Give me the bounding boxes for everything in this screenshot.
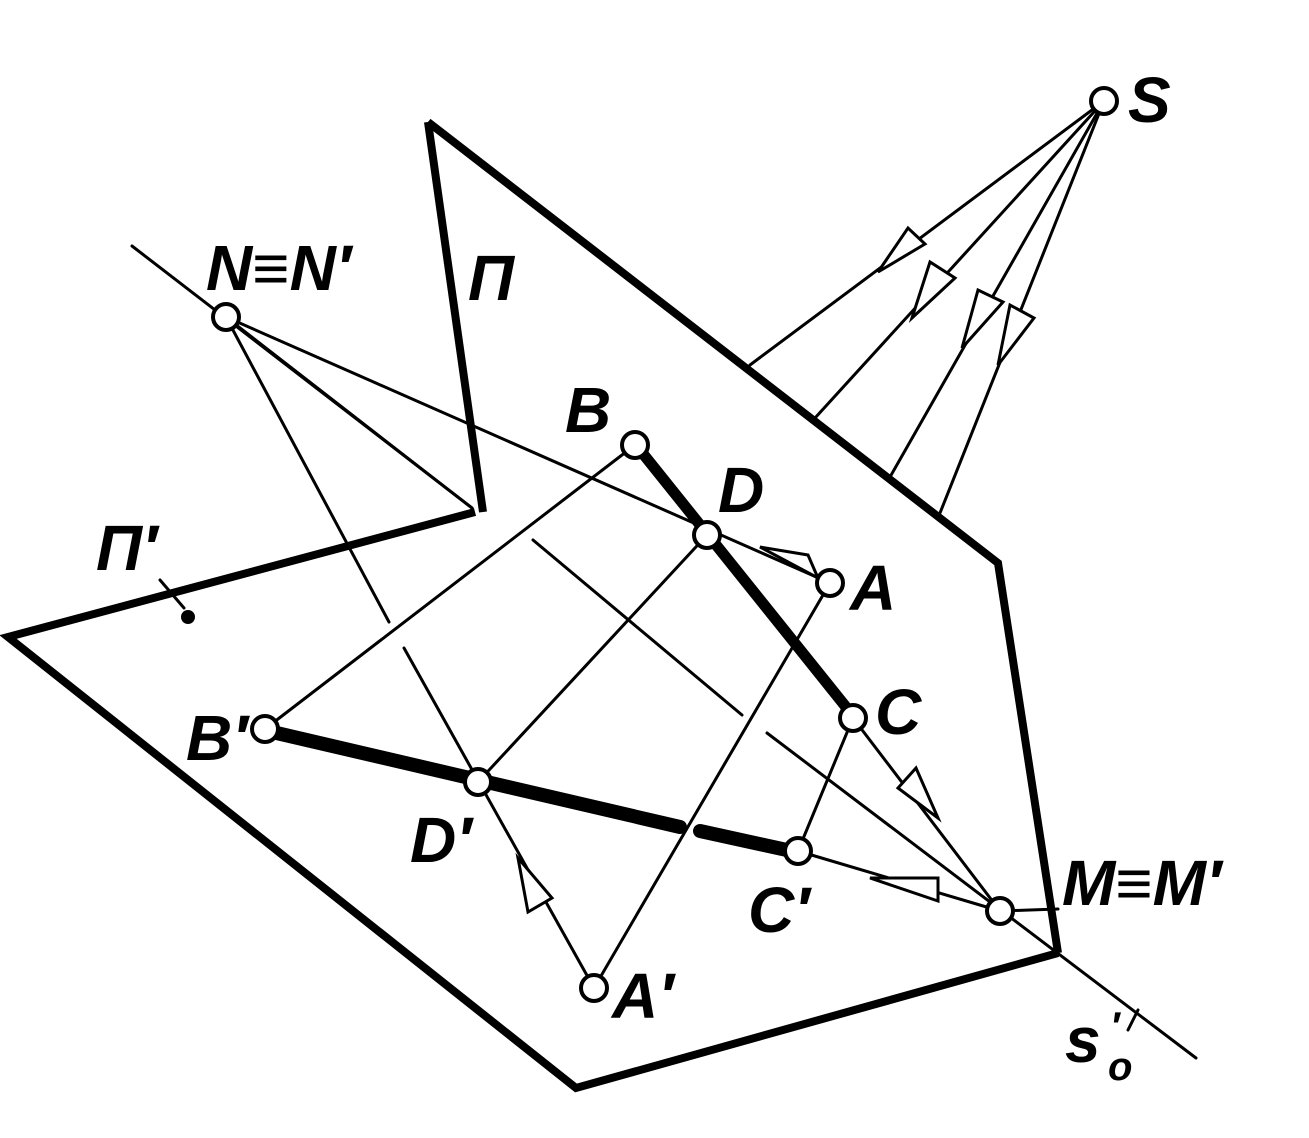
line-n-to-a	[224, 315, 832, 585]
plane-pi-outline-right	[425, 118, 1062, 954]
label-b: B	[565, 374, 611, 446]
line-n-to-dprime-upper	[224, 315, 391, 624]
label-s-axis-subscript: o	[1108, 1045, 1132, 1089]
line-b-bprime	[263, 443, 637, 731]
point-b-prime	[250, 714, 280, 744]
ray-arrow-4	[996, 302, 1037, 366]
point-m	[985, 896, 1015, 926]
label-pi-prime: П′	[96, 512, 160, 584]
label-a: A	[848, 552, 896, 624]
label-d-prime: D′	[410, 804, 474, 876]
ray-arrow-3	[960, 287, 1006, 349]
label-pi: П	[468, 242, 516, 314]
point-a-prime	[579, 973, 609, 1003]
ray-arrow-1	[876, 225, 928, 274]
axis-line-segment-1	[531, 538, 744, 717]
ray-s-1	[748, 99, 1106, 367]
point-a	[815, 568, 845, 598]
line-a-aprime	[592, 581, 832, 990]
point-c	[838, 703, 868, 733]
label-a-prime: A′	[610, 960, 676, 1032]
label-s-axis: s	[1065, 1004, 1101, 1076]
ray-s-3	[888, 99, 1106, 479]
point-d	[692, 520, 722, 550]
arrow-toward-dprime	[515, 852, 555, 915]
line-d-dprime	[476, 533, 709, 784]
point-b	[620, 430, 650, 460]
pi-prime-leader	[158, 578, 186, 610]
arrow-toward-m-upper	[895, 765, 942, 823]
plane-pi-prime-outline	[0, 508, 1060, 1093]
point-d-prime	[463, 767, 493, 797]
label-c: C	[875, 676, 922, 748]
segment-bc	[634, 444, 856, 718]
label-n: N≡N′	[206, 232, 354, 304]
label-c-prime: C′	[748, 874, 812, 946]
point-n	[211, 302, 241, 332]
ray-s-2	[813, 99, 1106, 420]
line-c-m	[851, 716, 1002, 913]
ray-s-4	[938, 99, 1106, 515]
label-d: D	[718, 454, 764, 526]
arrow-toward-m-lower	[869, 876, 940, 904]
line-c-cprime	[796, 716, 855, 853]
line-n-to-axis	[224, 315, 474, 510]
pi-prime-dot	[181, 610, 195, 624]
label-s: S	[1128, 64, 1171, 136]
line-n-to-dprime-lower	[402, 646, 596, 990]
axis-line-segment-2	[765, 731, 1198, 1060]
point-c-prime	[783, 836, 813, 866]
label-b-prime: B′	[186, 702, 250, 774]
segment-bprime-cprime-end	[693, 824, 803, 859]
ray-arrow-2	[908, 259, 958, 324]
arrow-toward-a	[759, 545, 822, 582]
label-m: M≡M′	[1062, 847, 1224, 919]
label-s-axis-prime: ′	[1110, 1005, 1122, 1049]
plane-pi-outline	[424, 121, 487, 513]
axis-s0-tick	[1126, 1008, 1140, 1032]
point-s	[1089, 86, 1119, 116]
